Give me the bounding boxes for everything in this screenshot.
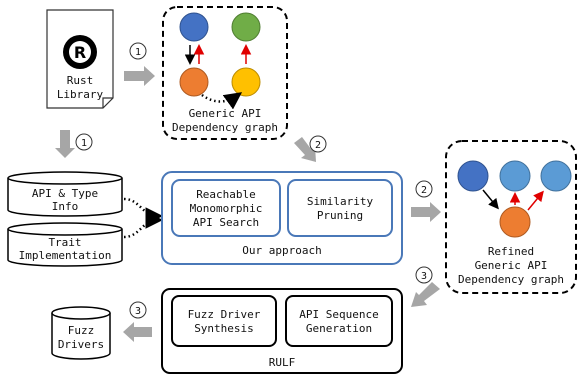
api-sequence-label-2: Generation <box>306 322 372 335</box>
reachable-label-2: Monomorphic <box>190 202 263 215</box>
refined-graph-label-2: Generic API <box>475 259 548 272</box>
api-type-info-label-2: Info <box>52 200 79 213</box>
flow-arrow-rust-to-info <box>55 130 75 158</box>
refined-node-light-blue <box>499 160 531 192</box>
step-3-label: 3 <box>135 306 141 317</box>
rust-library-label-1: Rust <box>67 74 94 87</box>
our-approach-title: Our approach <box>242 244 321 257</box>
reachable-label-1: Reachable <box>196 188 256 201</box>
fuzz-synthesis-label-1: Fuzz Driver <box>188 308 261 321</box>
step-2-label: 2 <box>421 185 427 196</box>
api-type-info-database: API & Type Info <box>7 171 123 217</box>
dotted-connector-trait <box>123 211 163 239</box>
fuzz-synthesis-label-2: Synthesis <box>194 322 254 335</box>
our-approach-box: Reachable Monomorphic API Search Similar… <box>161 171 403 265</box>
edge-orange-to-yellow-dotted <box>201 92 243 110</box>
step-badge: 3 <box>415 266 433 284</box>
reachable-label-3: API Search <box>193 216 259 229</box>
rust-library-label-2: Library <box>57 88 104 101</box>
step-badge: 1 <box>75 133 93 151</box>
step-1-label: 1 <box>135 47 141 58</box>
fuzz-drivers-database: Fuzz Drivers <box>51 306 111 360</box>
step-2-label: 2 <box>315 140 321 151</box>
svg-text:R: R <box>74 43 86 62</box>
fuzz-drivers-label-1: Fuzz <box>68 324 95 337</box>
flow-arrow-generic-to-approach <box>294 137 316 162</box>
rust-library-document: R Rust Library <box>46 9 114 109</box>
generic-graph-label-1: Generic API <box>189 107 262 120</box>
dotted-connector-info <box>123 197 163 225</box>
graph-node-green <box>231 12 261 42</box>
graph-node-yellow <box>231 67 261 97</box>
graph-node-orange <box>179 67 209 97</box>
generic-api-graph: Generic API Dependency graph <box>162 6 288 140</box>
step-badge: 3 <box>129 301 147 319</box>
step-badge: 2 <box>309 135 327 153</box>
refined-node-orange <box>499 206 531 238</box>
api-sequence-label-1: API Sequence <box>299 308 378 321</box>
refined-node-light-blue <box>540 160 572 192</box>
refined-graph-label-3: Dependency graph <box>458 273 564 286</box>
refined-edge-orange-to-right <box>527 190 544 211</box>
step-badge: 2 <box>415 180 433 198</box>
rulf-box: Fuzz Driver Synthesis API Sequence Gener… <box>161 288 403 374</box>
step-badge: 1 <box>129 42 147 60</box>
step-3-label: 3 <box>421 271 427 282</box>
graph-node-blue <box>179 12 209 42</box>
refined-graph-label-1: Refined <box>488 245 534 258</box>
flow-arrow-rust-to-generic <box>124 66 155 86</box>
refined-node-dark-blue <box>457 160 489 192</box>
flow-arrow-approach-to-refined <box>411 202 441 222</box>
api-type-info-label-1: API & Type <box>32 187 98 200</box>
flow-arrow-rulf-to-drivers <box>123 322 152 342</box>
generic-graph-label-2: Dependency graph <box>172 121 278 134</box>
flow-arrow-refined-to-rulf <box>411 282 440 307</box>
rust-logo-icon: R <box>63 35 97 69</box>
trait-implementation-database: Trait Implementation <box>7 222 123 267</box>
fuzz-drivers-label-2: Drivers <box>58 338 104 351</box>
similarity-label-2: Pruning <box>317 209 363 222</box>
rulf-title: RULF <box>269 356 296 369</box>
refined-api-graph: Refined Generic API Dependency graph <box>445 140 577 294</box>
step-1-label: 1 <box>81 138 87 149</box>
refined-edge-blue-to-orange <box>482 189 499 210</box>
trait-impl-label-2: Implementation <box>19 249 112 262</box>
trait-impl-label-1: Trait <box>48 236 81 249</box>
similarity-label-1: Similarity <box>307 195 374 208</box>
